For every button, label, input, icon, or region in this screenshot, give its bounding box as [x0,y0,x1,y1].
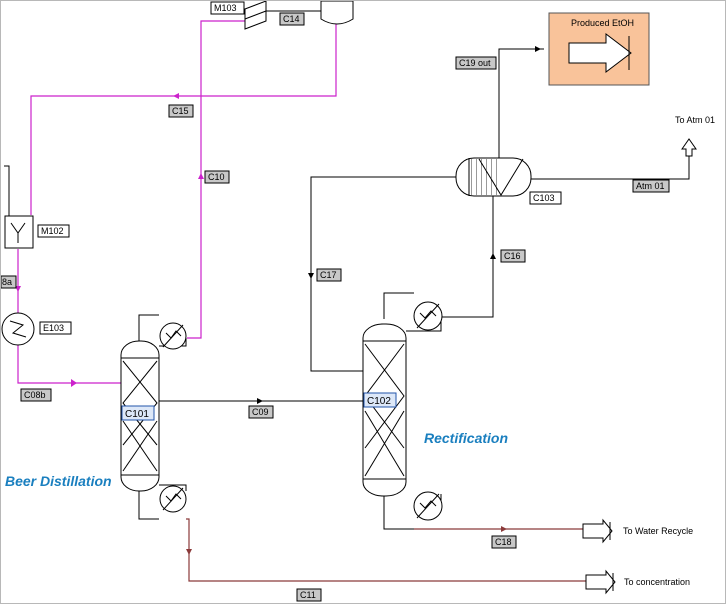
tag-c08a: 8a [1,275,17,289]
condenser-pot[interactable] [320,1,354,25]
c14-label: C14 [283,14,300,24]
mixer-m103[interactable] [244,1,267,30]
outlet-arrow-concentration[interactable] [585,569,616,595]
section-label-rectification: Rectification [424,430,508,446]
tag-c15: C15 [168,104,194,118]
mixer-m102[interactable] [4,215,34,249]
tag-c10: C10 [204,170,230,184]
c19out-label: C19 out [459,58,491,68]
m103-label: M103 [214,3,237,13]
stream-c08b-line[interactable] [17,345,121,384]
reboiler-c101[interactable] [159,485,187,513]
c102-label: C102 [367,396,391,407]
process-arrows [257,46,541,404]
c09-label: C09 [252,407,269,417]
tag-c09: C09 [248,405,274,419]
c08a-label: 8a [2,277,12,287]
atm01-label: Atm 01 [636,181,665,191]
tag-c101: C101 [121,405,155,421]
condenser-c102[interactable] [413,301,443,331]
tag-atm01: Atm 01 [632,179,670,193]
c15-label: C15 [172,106,189,116]
stream-c19-line[interactable] [498,48,544,161]
feed-lines [4,20,337,384]
tag-c103: C103 [529,191,562,205]
outlet-arrow-water-recycle[interactable] [582,518,613,544]
c103-label: C103 [533,193,555,203]
tag-m103: M103 [210,1,245,15]
c08b-label: C08b [24,390,46,400]
tag-c18: C18 [491,535,517,549]
c18-label: C18 [495,537,512,547]
stream-atm01-line[interactable] [531,156,690,180]
c101-label: C101 [125,409,149,420]
bottoms-lines [186,518,586,582]
column-c102[interactable] [362,323,407,497]
tag-c17: C17 [316,268,342,282]
section-label-beer-distillation: Beer Distillation [5,473,112,489]
bottoms-arrows [186,526,507,555]
m102-label: M102 [41,226,64,236]
c16-label: C16 [504,251,521,261]
product-box-etoh[interactable] [548,12,650,86]
stream-c15-line[interactable] [30,21,337,215]
tag-c11: C11 [296,588,322,602]
reboiler-c102[interactable] [413,491,443,521]
stream-c16-line[interactable] [441,196,494,318]
tag-e103: E103 [39,321,72,335]
product-box-label: Produced EtOH [571,18,634,28]
to-concentration-label: To concentration [624,577,690,587]
stream-c10-line[interactable] [187,20,245,339]
c10-label: C10 [208,172,225,182]
e103-label: E103 [43,323,64,333]
outlet-arrow-atm[interactable] [681,138,697,157]
c11-label: C11 [300,590,316,600]
tag-c102: C102 [363,392,397,408]
to-water-recycle-label: To Water Recycle [623,526,693,536]
tag-c14: C14 [279,12,305,26]
tag-c16: C16 [500,249,526,263]
tag-c08b: C08b [20,388,52,402]
condenser-c101[interactable] [159,322,187,350]
to-atm-label: To Atm 01 [675,115,715,125]
stream-c11-line[interactable] [186,518,586,582]
separator-c103[interactable] [455,157,532,197]
tag-m102: M102 [37,224,70,238]
process-lines [138,10,690,530]
c17-label: C17 [320,270,337,280]
tag-c19out: C19 out [455,56,497,70]
heat-exchanger-e103[interactable] [1,312,35,346]
